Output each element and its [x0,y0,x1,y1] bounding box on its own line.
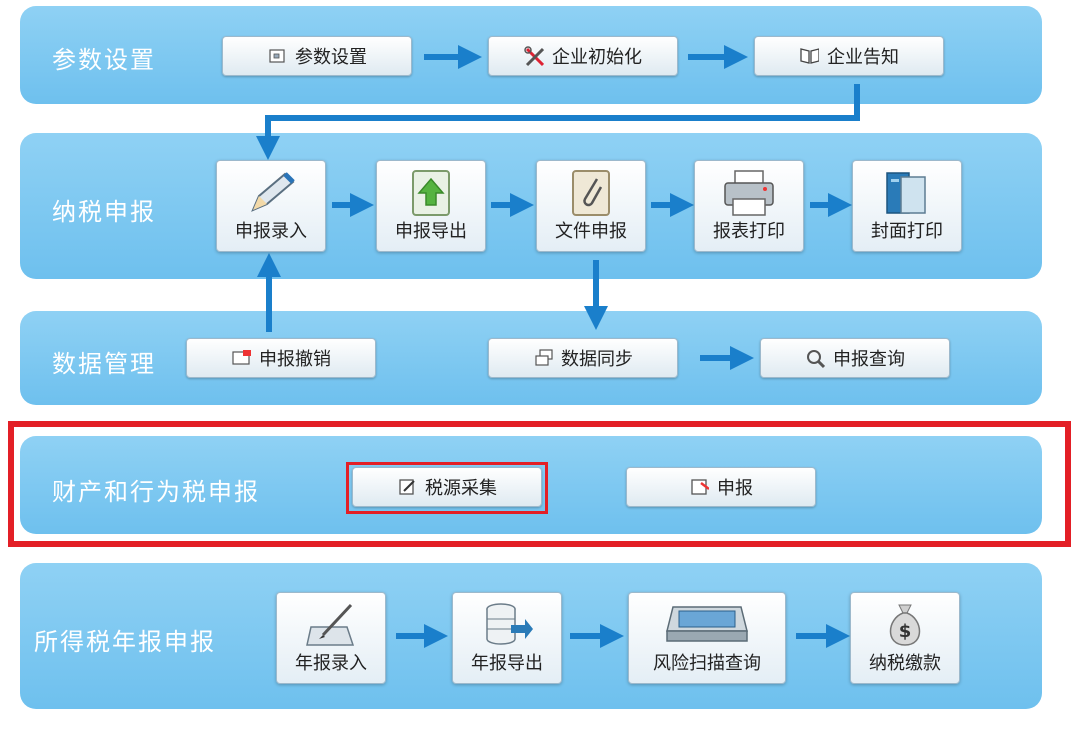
declaration-entry-label: 申报录入 [235,221,307,242]
data-sync-button[interactable]: 数据同步 [488,338,678,378]
declaration-query-button[interactable]: 申报查询 [760,338,950,378]
file-declaration-tile[interactable]: 文件申报 [536,160,646,252]
report-print-tile[interactable]: 报表打印 [694,160,804,252]
enterprise-notice-label: 企业告知 [827,47,899,68]
property-tax-section-title: 财产和行为税申报 [52,478,260,506]
file-declaration-label: 文件申报 [555,221,627,242]
annual-entry-tile[interactable]: 年报录入 [276,592,386,684]
books-icon [853,169,961,217]
tax-source-collect-label: 税源采集 [425,478,497,499]
book-icon [799,46,819,66]
settings-form-icon [267,46,287,66]
enterprise-init-button[interactable]: 企业初始化 [488,36,678,76]
sync-stack-icon [533,348,553,368]
declare-form-icon [689,477,709,497]
svg-text:$: $ [899,621,912,642]
arrow-notice-to-entry [256,84,860,160]
annual-entry-label: 年报录入 [295,653,367,674]
paperclip-doc-icon [537,169,645,217]
declaration-cancel-button[interactable]: 申报撤销 [186,338,376,378]
cancel-form-icon [231,348,251,368]
tax-source-highlight-box [346,462,548,514]
upload-doc-icon [377,169,485,217]
tax-payment-tile[interactable]: $ 纳税缴款 [850,592,960,684]
income-tax-section-title: 所得税年报申报 [34,628,216,656]
property-declare-label: 申报 [717,478,753,499]
data-mgmt-section-title: 数据管理 [52,350,156,378]
edit-form-icon [397,477,417,497]
pen-tablet-icon [277,601,385,649]
declaration-cancel-label: 申报撤销 [259,349,331,370]
tax-payment-label: 纳税缴款 [869,653,941,674]
data-sync-label: 数据同步 [561,349,633,370]
param-settings-button[interactable]: 参数设置 [222,36,412,76]
declaration-export-label: 申报导出 [395,221,467,242]
enterprise-notice-button[interactable]: 企业告知 [754,36,944,76]
annual-export-tile[interactable]: 年报导出 [452,592,562,684]
annual-export-label: 年报导出 [471,653,543,674]
scanner-icon [629,601,785,649]
search-icon [805,348,825,369]
printer-icon [695,169,803,217]
money-bag-icon: $ [851,601,959,649]
report-print-label: 报表打印 [713,221,785,242]
property-tax-highlight-frame [8,421,1071,547]
risk-scan-query-label: 风险扫描查询 [653,653,761,674]
property-declare-button[interactable]: 申报 [626,467,816,507]
pencil-icon [217,169,325,217]
cover-print-label: 封面打印 [871,221,943,242]
declaration-export-tile[interactable]: 申报导出 [376,160,486,252]
risk-scan-query-tile[interactable]: 风险扫描查询 [628,592,786,684]
tax-declare-section-title: 纳税申报 [52,198,156,226]
param-section-title: 参数设置 [52,46,156,74]
declaration-query-label: 申报查询 [833,349,905,370]
cover-print-tile[interactable]: 封面打印 [852,160,962,252]
tools-icon [524,46,544,67]
param-settings-label: 参数设置 [295,47,367,68]
database-export-icon [453,601,561,649]
tax-source-collect-button[interactable]: 税源采集 [352,467,542,507]
enterprise-init-label: 企业初始化 [552,47,642,68]
declaration-entry-tile[interactable]: 申报录入 [216,160,326,252]
